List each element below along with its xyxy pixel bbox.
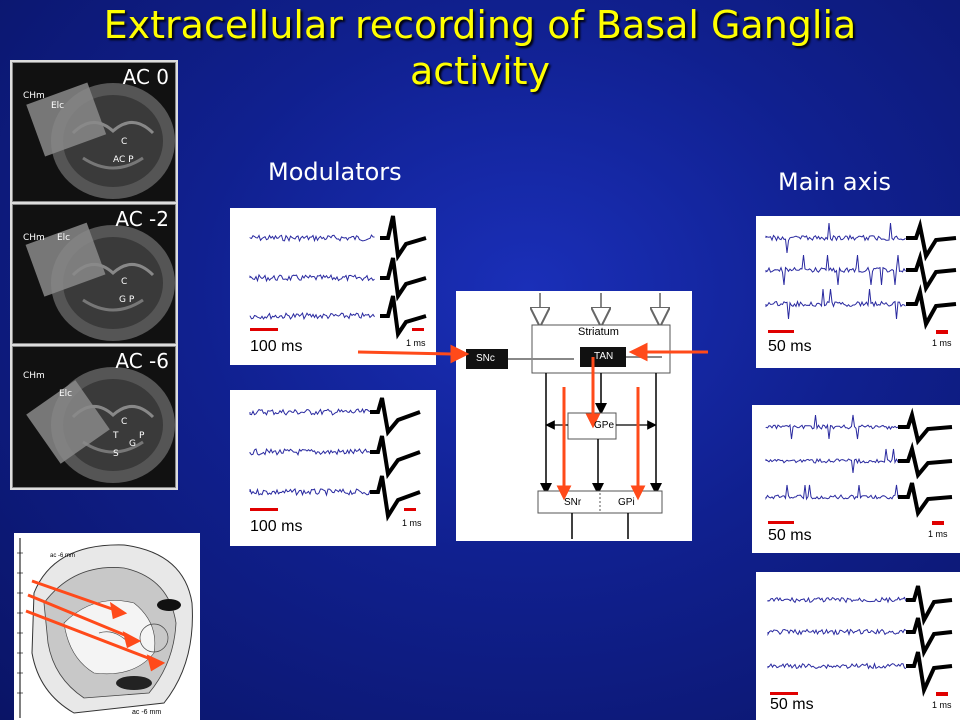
noise-trace [765,288,906,320]
atlas-top-label: ac -6 mm [50,553,76,559]
main-axis-recording-3: 50 ms 1 ms [756,572,960,720]
mri-label-chm: CHm [23,233,45,243]
modulator-recording-1: 100 ms 1 ms [230,208,436,365]
mri-label-s: S [113,449,119,459]
mri-label-elc: Elc [59,389,73,399]
noise-trace [249,311,375,321]
mri-level-label: AC -2 [115,207,169,231]
scale-bar-long-label: 50 ms [768,527,812,544]
mri-label-chm: CHm [23,371,45,381]
mri-label-c: C [121,277,128,287]
scale-bar-short-label: 1 ms [406,338,426,348]
modulators-label: Modulators [268,158,402,186]
atlas-bottom-label: ac -6 mm [132,709,162,716]
mri-label-g: G [129,439,136,449]
mri-label-chm: CHm [23,91,45,101]
gpe-label: GPe [594,420,615,431]
scale-bar-short-label: 1 ms [928,529,948,539]
spike-traces [249,215,427,340]
title-line-1: Extracellular recording of Basal Ganglia [103,3,857,47]
mri-label-t: T [113,431,119,441]
atlas-section: ac -6 mm ac -6 mm [14,533,200,720]
slide-title: Extracellular recording of Basal Ganglia… [0,2,960,94]
gpi-label: GPi [618,497,635,508]
scale-bar-long-label: 50 ms [770,696,814,713]
brain-slice-image [25,222,175,341]
circuit-drawing [466,293,671,539]
spike-traces [767,585,953,697]
noise-trace [249,234,375,243]
scale-bar-short-label: 1 ms [402,518,422,528]
main-axis-label: Main axis [778,168,892,196]
noise-trace [765,448,900,474]
noise-trace [249,273,375,283]
basal-ganglia-circuit: Striatum SNc TAN GPe SNr GPi [456,291,692,541]
noise-trace [767,628,907,637]
noise-trace [767,662,907,670]
striatum-label: Striatum [578,326,619,338]
snc-label: SNc [476,353,495,364]
noise-trace [765,414,900,440]
mri-label-c: C [121,137,128,147]
mri-level-label: AC 0 [122,65,169,89]
mri-label-acp: AC P [113,155,134,165]
noise-trace [249,487,371,497]
mri-column: AC 0 CHm Elc C AC P AC -2 CHm Elc C G P … [10,60,178,490]
brain-slice-image [26,82,175,199]
noise-trace [765,484,900,501]
mri-label-c: C [121,417,128,427]
modulator-recording-2: 100 ms 1 ms [230,390,436,546]
brain-slice-image [26,367,175,483]
scale-bar-short-label: 1 ms [932,700,952,710]
tan-label: TAN [594,351,614,362]
scale-bar-long-label: 100 ms [250,338,303,355]
spike-traces [765,218,957,334]
scale-bar-long-label: 50 ms [768,338,812,355]
mri-slice-ac-2: AC -2 CHm Elc C G P [12,204,176,344]
main-axis-recording-1: 50 ms 1 ms [756,216,960,368]
mri-label-elc: Elc [51,101,65,111]
noise-trace [249,407,371,416]
spike-traces [249,397,421,522]
main-axis-recording-2: 50 ms 1 ms [752,405,960,553]
mri-label-p: P [139,431,145,441]
mri-slice-ac-6: AC -6 CHm Elc C T G P S [12,346,176,488]
noise-trace [249,448,371,456]
spike-traces [765,407,953,525]
atlas-drawing [17,538,193,718]
noise-trace [765,254,906,286]
mri-label-elc: Elc [57,233,71,243]
mri-label-gp: G P [119,295,135,305]
scale-bar-short-label: 1 ms [932,338,952,348]
title-line-2: activity [409,49,551,93]
snr-label: SNr [564,497,582,508]
noise-trace [765,222,906,254]
noise-trace [767,596,907,604]
scale-bar-long-label: 100 ms [250,518,303,535]
mri-level-label: AC -6 [115,349,169,373]
mri-slice-ac0: AC 0 CHm Elc C AC P [12,62,176,202]
